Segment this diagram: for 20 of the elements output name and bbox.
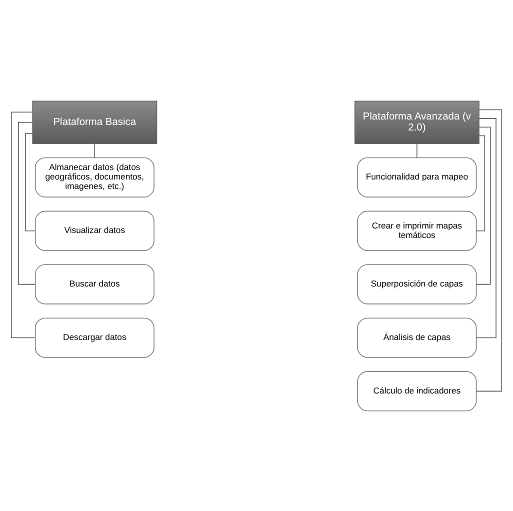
node-box: Almanecar datos (datos geográficos, documentos, imagenes, etc.): [34, 156, 154, 197]
node-box: Plataforma Avanzada (v 2.0): [354, 100, 480, 144]
node-box: Crear e imprimir mapas temáticos: [357, 210, 477, 250]
connector: [94, 142, 96, 158]
connector: [476, 126, 491, 284]
connector: [25, 132, 36, 231]
connector: [416, 142, 418, 158]
connector: [18, 121, 36, 284]
node-box: Cálculo de indicadores: [357, 370, 477, 411]
node-box: Superposición de capas: [357, 264, 477, 304]
node-box: Ánalisis de capas: [357, 317, 477, 358]
node-box: Buscar datos: [34, 264, 154, 304]
connector: [10, 111, 36, 338]
connector: [476, 118, 496, 338]
connector: [476, 108, 502, 392]
node-box: Funcionalidad para mapeo: [357, 156, 477, 197]
node-box: Plataforma Basica: [32, 100, 158, 144]
node-box: Descargar datos: [34, 317, 154, 358]
node-box: Visualizar datos: [34, 210, 154, 250]
connector: [476, 134, 486, 231]
